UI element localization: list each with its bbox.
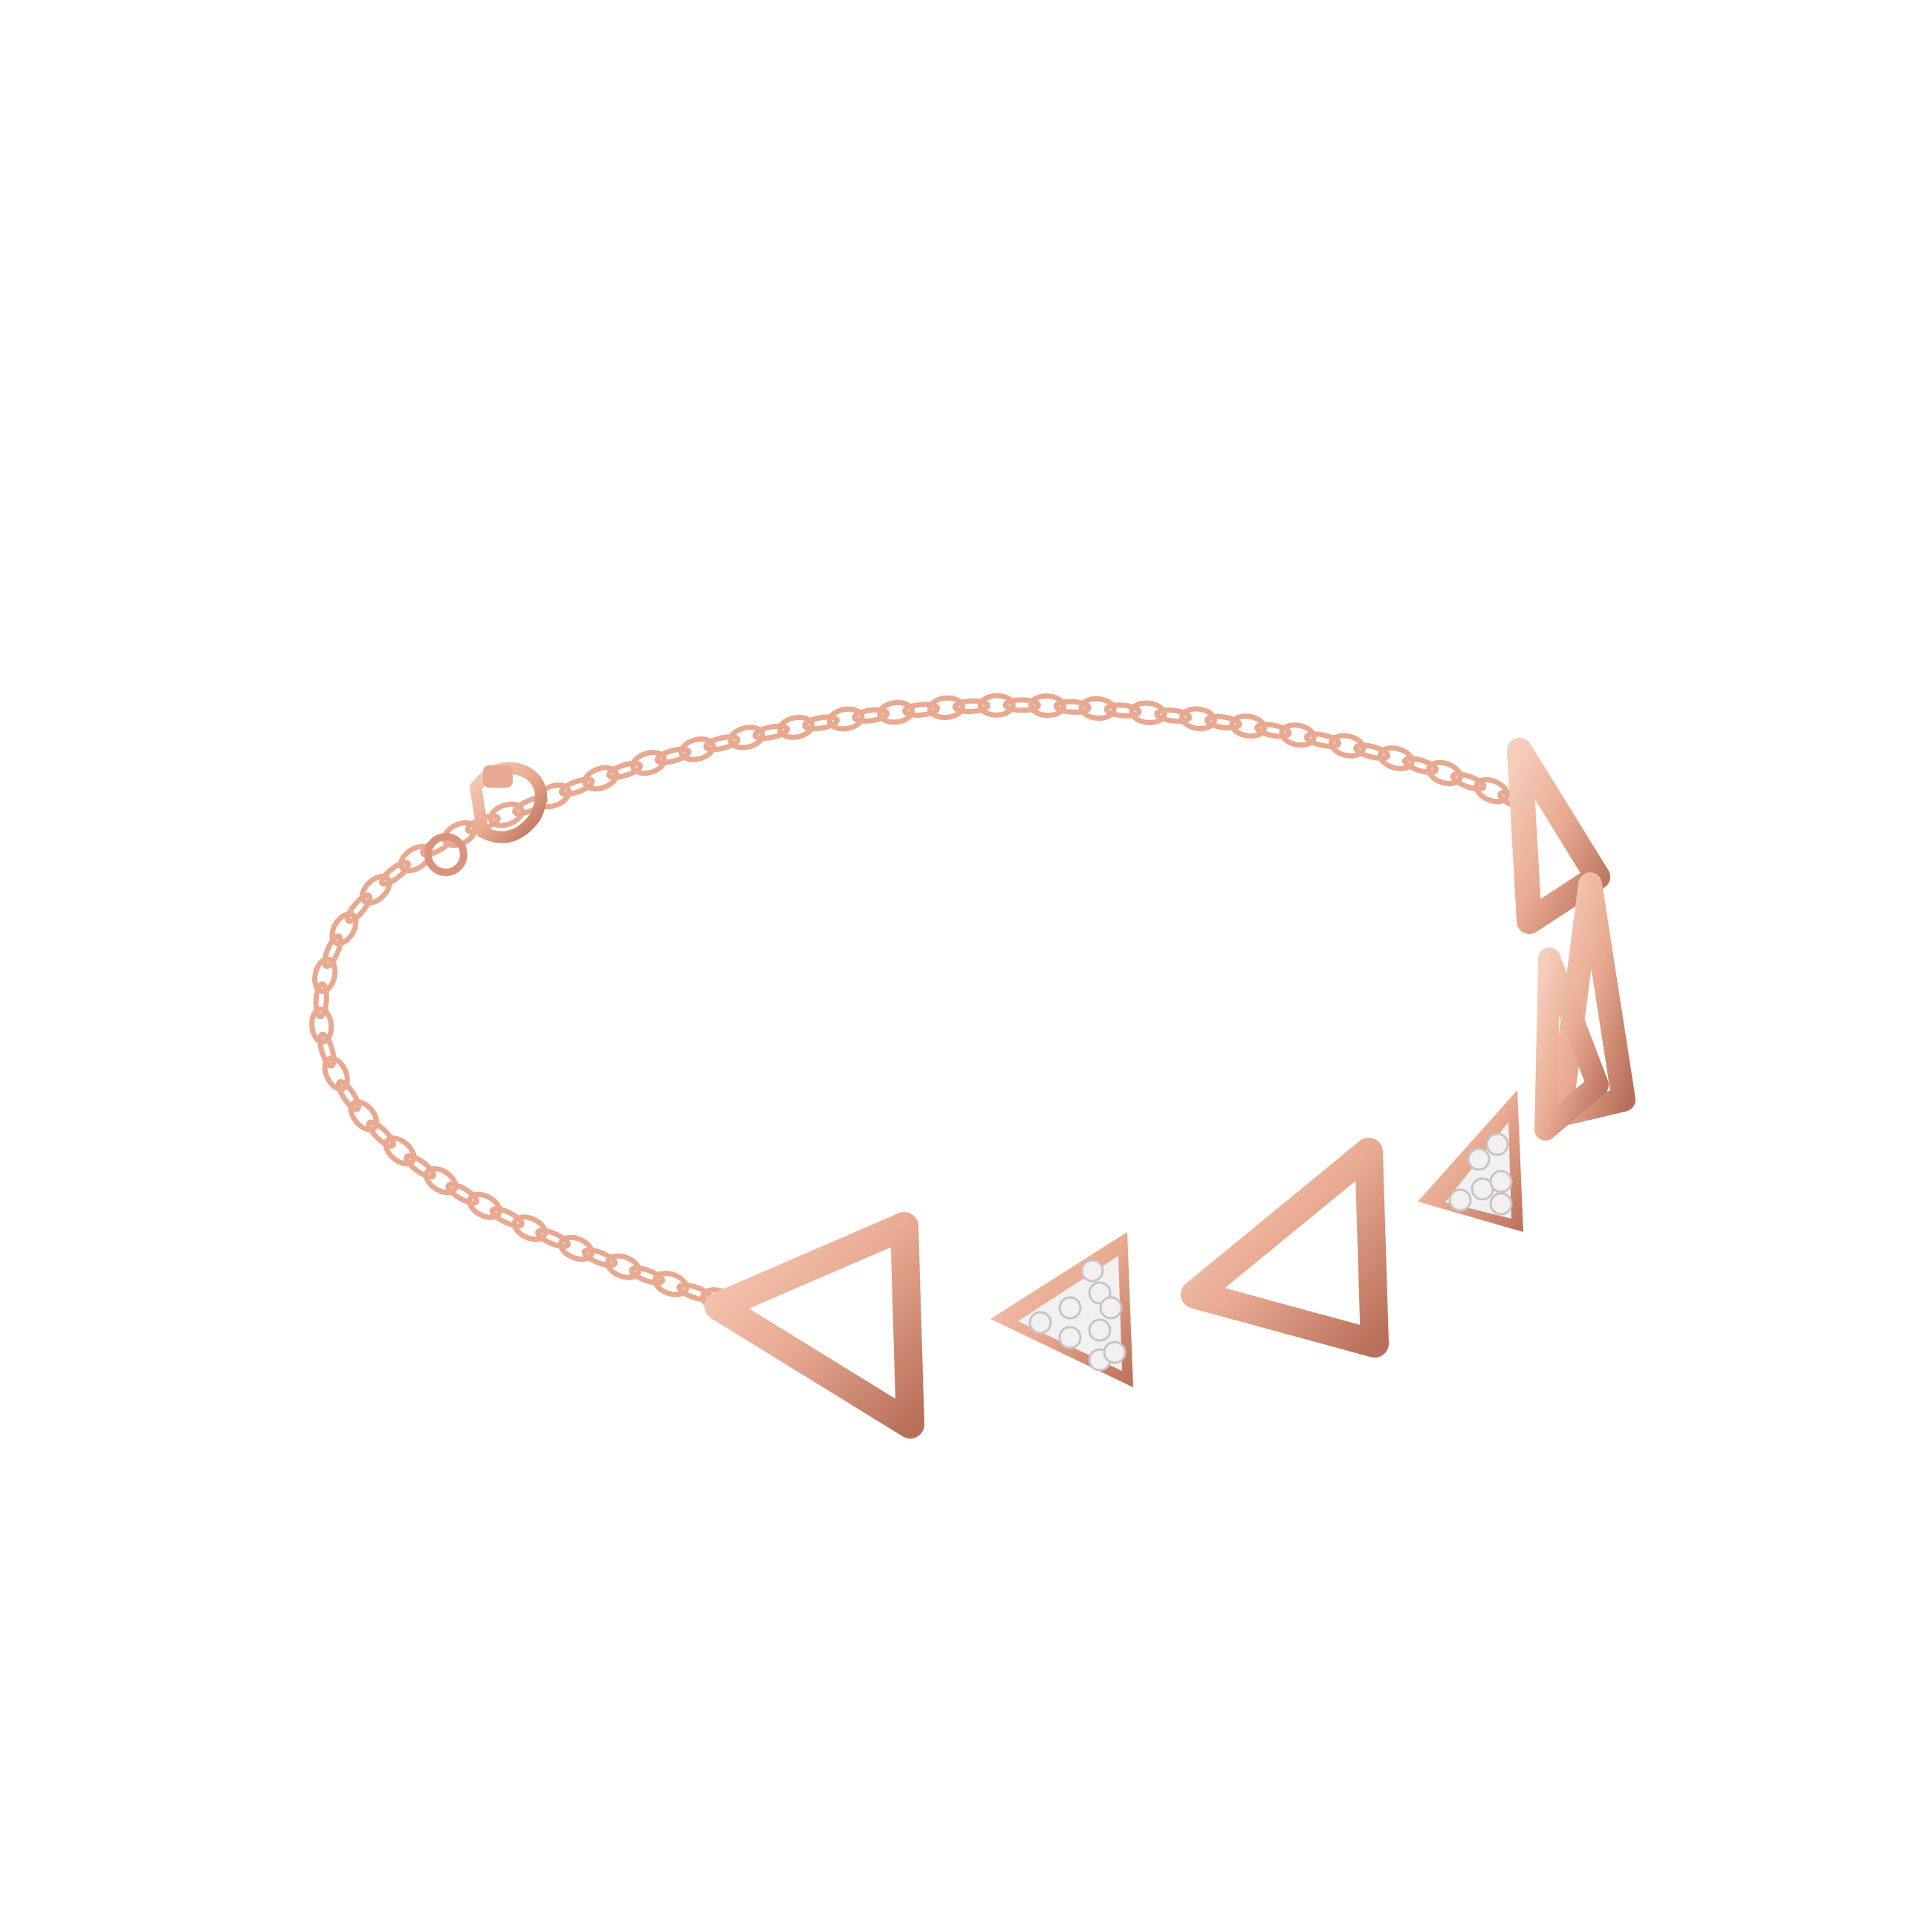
chain-link bbox=[379, 860, 411, 887]
chain-link bbox=[1378, 745, 1415, 771]
chain-link bbox=[630, 750, 667, 777]
chain-link bbox=[877, 700, 915, 725]
diamond-stone bbox=[1028, 1311, 1052, 1335]
chain-link bbox=[1303, 731, 1341, 749]
open-triangle-charm bbox=[1507, 738, 1610, 934]
chain-link bbox=[1204, 713, 1242, 731]
chain-link bbox=[558, 1234, 594, 1262]
chain-link bbox=[1450, 771, 1487, 792]
open-triangle-charm bbox=[704, 1212, 924, 1439]
diamond-stone bbox=[1103, 1341, 1127, 1364]
chain-link bbox=[467, 1191, 502, 1220]
chain-link bbox=[678, 736, 716, 762]
chain-link bbox=[703, 734, 741, 753]
chain-link bbox=[1053, 698, 1092, 715]
chain-link bbox=[1401, 756, 1439, 775]
chain-link bbox=[329, 911, 359, 947]
chain-link bbox=[445, 1181, 480, 1206]
chain-link bbox=[360, 873, 392, 906]
chain-link bbox=[348, 1099, 380, 1132]
chain-link bbox=[752, 723, 790, 742]
diamond-stone bbox=[1448, 1188, 1472, 1212]
chain-link bbox=[629, 1265, 666, 1286]
chain-link bbox=[1179, 706, 1217, 731]
diamond-stone bbox=[1088, 1318, 1112, 1342]
chain-link bbox=[1328, 733, 1367, 759]
chain-link bbox=[1154, 707, 1193, 724]
chain-link bbox=[977, 693, 1016, 718]
chain-link bbox=[1254, 722, 1292, 739]
chain-link bbox=[654, 746, 692, 765]
chain-link bbox=[952, 698, 991, 714]
clasp bbox=[424, 762, 547, 876]
diamond-stone bbox=[1489, 1192, 1513, 1216]
chain-link bbox=[581, 1247, 618, 1268]
chain-link bbox=[582, 765, 619, 792]
chain-link bbox=[826, 706, 865, 732]
diamond-stone bbox=[1080, 1259, 1104, 1283]
chain-link bbox=[1078, 696, 1117, 722]
chain-link bbox=[309, 1006, 334, 1045]
chain-link bbox=[606, 760, 644, 780]
chain-link bbox=[366, 1119, 396, 1149]
chain-link bbox=[322, 933, 343, 970]
diamond-stone bbox=[1058, 1296, 1082, 1320]
chain-link bbox=[1028, 693, 1066, 719]
chain-link bbox=[535, 1228, 571, 1250]
chain-link bbox=[1002, 697, 1041, 713]
chain-link bbox=[1129, 700, 1167, 725]
chain-link bbox=[1279, 722, 1317, 748]
chain-link bbox=[423, 1166, 458, 1196]
open-triangle-charm bbox=[1181, 1138, 1389, 1358]
diamond-stone bbox=[1467, 1147, 1491, 1171]
chain-link bbox=[727, 724, 765, 751]
chain-link bbox=[1426, 759, 1463, 787]
chain-link bbox=[558, 777, 595, 797]
diamond-stone bbox=[1058, 1326, 1082, 1349]
chain-link bbox=[511, 1214, 548, 1242]
chain-link bbox=[1229, 713, 1268, 739]
chain-link bbox=[902, 701, 940, 718]
chain-link bbox=[317, 1031, 337, 1069]
chain-link bbox=[927, 695, 965, 720]
diamond-stone bbox=[1485, 1132, 1509, 1156]
chain-link bbox=[489, 1206, 525, 1229]
chain-link bbox=[605, 1253, 642, 1280]
chain-link bbox=[313, 981, 329, 1020]
chain-link bbox=[487, 801, 525, 829]
open-triangle-charm bbox=[1534, 947, 1609, 1141]
chain-link bbox=[312, 956, 338, 994]
chain-link bbox=[383, 1135, 417, 1167]
chain-link bbox=[652, 1271, 690, 1297]
chain-link bbox=[1353, 742, 1391, 761]
chain-link bbox=[345, 892, 373, 924]
chain bbox=[309, 693, 1533, 1314]
charms bbox=[704, 738, 1636, 1439]
chain-link bbox=[322, 1055, 350, 1092]
chain-link bbox=[777, 714, 815, 740]
diamond-stone bbox=[1489, 1170, 1513, 1193]
chain-link bbox=[1474, 777, 1511, 805]
chain-link bbox=[1103, 702, 1142, 719]
chain-link bbox=[336, 1079, 362, 1112]
diamond-stone bbox=[1099, 1296, 1123, 1320]
chain-link bbox=[852, 707, 890, 724]
chain-link bbox=[802, 714, 840, 732]
chain-link bbox=[403, 1153, 436, 1180]
